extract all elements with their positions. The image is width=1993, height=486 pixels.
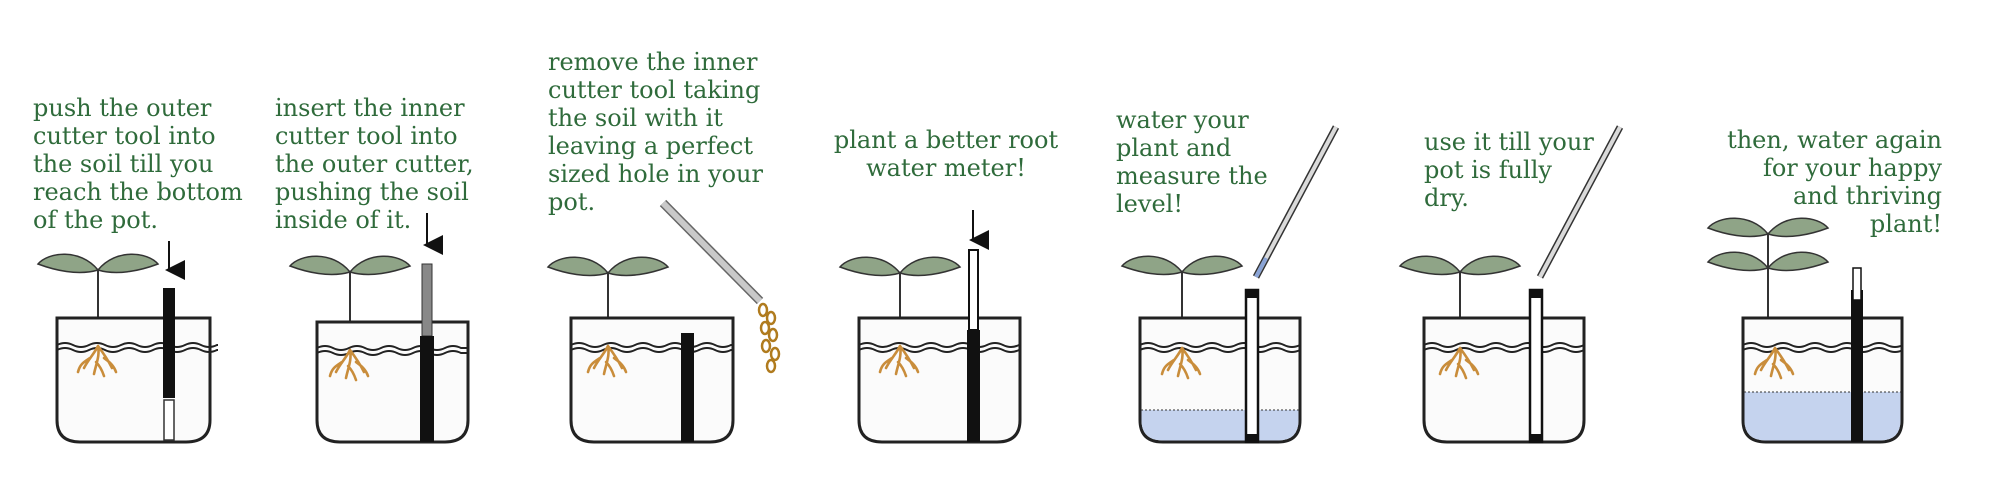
meter-sleeve bbox=[1244, 288, 1260, 444]
meter-sleeve bbox=[967, 330, 980, 442]
step-5-illustration bbox=[1121, 125, 1340, 444]
step-4-illustration bbox=[839, 210, 1022, 444]
step-3-caption: remove the inner cutter tool taking the … bbox=[548, 48, 763, 216]
water bbox=[1744, 392, 1901, 441]
outer-cutter-tool bbox=[420, 336, 434, 442]
step-5-caption: water your plant and measure the level! bbox=[1116, 106, 1268, 218]
step-2-illustration bbox=[289, 213, 470, 444]
water bbox=[1141, 410, 1299, 441]
step-1-caption: push the outer cutter tool into the soil… bbox=[33, 94, 243, 234]
pot bbox=[569, 316, 735, 444]
step-1-illustration bbox=[37, 241, 218, 444]
pot bbox=[315, 320, 470, 444]
outer-cutter-tool bbox=[681, 333, 694, 442]
pot bbox=[55, 316, 218, 444]
inner-cutter-tool bbox=[421, 263, 433, 337]
pot bbox=[1422, 316, 1586, 444]
step-7-illustration bbox=[1707, 217, 1904, 444]
outer-cutter-tool bbox=[163, 288, 175, 398]
soil-pellets bbox=[757, 302, 781, 374]
pot bbox=[1138, 316, 1302, 444]
meter-sleeve bbox=[1528, 288, 1544, 444]
step-4-caption: plant a better root water meter! bbox=[833, 126, 1059, 182]
step-6-illustration bbox=[1399, 125, 1624, 444]
pot bbox=[1741, 316, 1904, 444]
step-6-caption: use it till your pot is fully dry. bbox=[1424, 128, 1594, 212]
water-meter bbox=[968, 249, 979, 331]
pot bbox=[857, 316, 1022, 444]
step-2-caption: insert the inner cutter tool into the ou… bbox=[275, 94, 474, 234]
meter-sleeve bbox=[1851, 290, 1863, 442]
water-meter-indicator bbox=[1852, 267, 1862, 301]
step-7-caption: then, water again for your happy and thr… bbox=[1727, 126, 1942, 238]
outer-cutter-tool-tip bbox=[163, 399, 175, 441]
step-3-illustration bbox=[547, 199, 781, 444]
